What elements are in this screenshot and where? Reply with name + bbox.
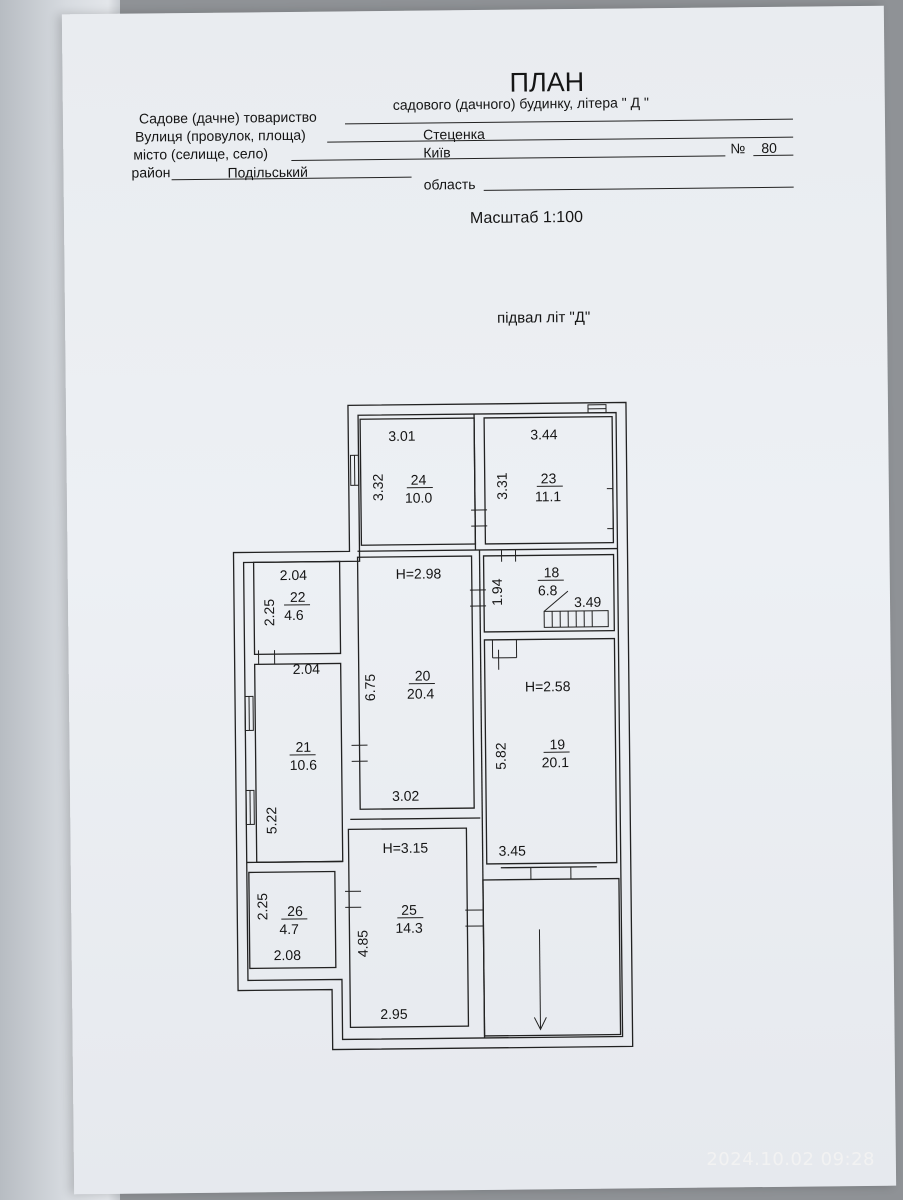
r25-area: 14.3 bbox=[395, 920, 423, 936]
r24-number: 24 bbox=[411, 472, 427, 488]
r23-number: 23 bbox=[541, 470, 557, 486]
photo-timestamp: 2024.10.02 09:28 bbox=[706, 1149, 875, 1170]
r22-length: 2.25 bbox=[261, 599, 277, 627]
plan-openings bbox=[244, 404, 614, 1031]
r21-length: 5.22 bbox=[263, 807, 279, 835]
floor-plan: 3.01 3.32 24 10.0 3.44 3.31 23 11.1 2.04… bbox=[232, 401, 634, 1051]
r24-width: 3.01 bbox=[388, 428, 416, 444]
r19-area: 20.1 bbox=[542, 754, 570, 770]
r19-width: 3.45 bbox=[499, 843, 527, 859]
r18-length: 1.94 bbox=[489, 578, 505, 606]
r20-length: 6.75 bbox=[362, 674, 378, 702]
r19-height: H=2.58 bbox=[525, 678, 571, 694]
r25-length: 4.85 bbox=[354, 930, 370, 958]
r19-length: 5.82 bbox=[492, 742, 508, 770]
r25-number: 25 bbox=[401, 902, 417, 918]
r22-area: 4.6 bbox=[284, 607, 304, 623]
r26-width: 2.08 bbox=[274, 947, 302, 963]
r24-length: 3.32 bbox=[370, 474, 386, 502]
r22-width: 2.04 bbox=[280, 567, 308, 583]
r23-width: 3.44 bbox=[530, 426, 558, 442]
r23-length: 3.31 bbox=[494, 472, 510, 500]
r25-width: 2.95 bbox=[380, 1006, 408, 1022]
document-sheet: ПЛАН садового (дачного) будинку, літера … bbox=[61, 5, 897, 1195]
r22-number: 22 bbox=[290, 589, 306, 605]
r22-width2: 2.04 bbox=[293, 661, 321, 677]
r23-area: 11.1 bbox=[535, 488, 562, 504]
r20-number: 20 bbox=[415, 668, 431, 684]
r20-height: H=2.98 bbox=[396, 565, 442, 581]
r26-number: 26 bbox=[287, 903, 303, 919]
r26-length: 2.25 bbox=[254, 893, 270, 921]
r24-area: 10.0 bbox=[405, 489, 433, 505]
r21-number: 21 bbox=[295, 739, 311, 755]
r20-area: 20.4 bbox=[407, 685, 435, 701]
r25-height: H=3.15 bbox=[383, 840, 429, 856]
r18-area: 6.8 bbox=[538, 582, 558, 598]
r19-number: 19 bbox=[549, 736, 565, 752]
plan-walls bbox=[232, 401, 634, 1051]
r18-number: 18 bbox=[544, 564, 560, 580]
r20-width: 3.02 bbox=[392, 788, 420, 804]
r26-area: 4.7 bbox=[279, 921, 299, 937]
r21-area: 10.6 bbox=[290, 757, 318, 773]
r18-width: 3.49 bbox=[574, 594, 602, 610]
